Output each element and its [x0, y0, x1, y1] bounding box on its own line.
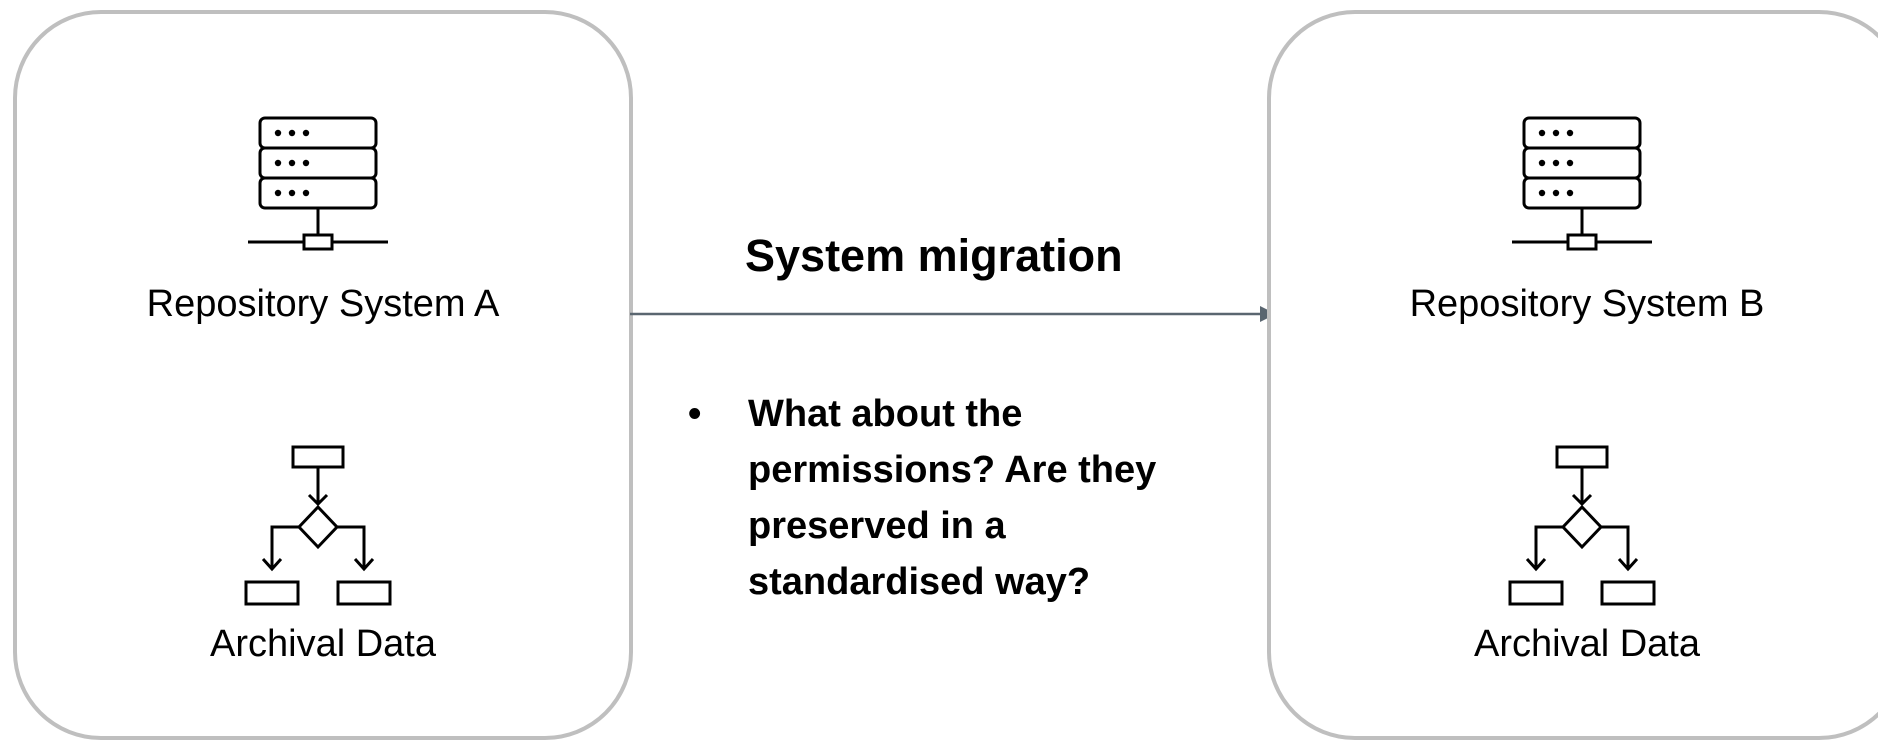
migration-title: System migration: [745, 230, 1123, 281]
bullet-marker: •: [688, 393, 702, 435]
server-rack-icon: [248, 116, 388, 251]
repository-system-a-label: Repository System A: [146, 283, 500, 325]
migration-question: What about the permissions? Are they pre…: [748, 393, 1157, 603]
repository-system-b-label: Repository System B: [1409, 283, 1765, 325]
repository-system-a-box: [13, 10, 633, 740]
flowchart-icon: [244, 445, 392, 606]
archival-data-a-label: Archival Data: [210, 623, 436, 665]
migration-arrow: [630, 306, 1276, 322]
archival-data-b-label: Archival Data: [1474, 623, 1700, 665]
flowchart-icon: [1508, 445, 1656, 606]
server-rack-icon: [1512, 116, 1652, 251]
